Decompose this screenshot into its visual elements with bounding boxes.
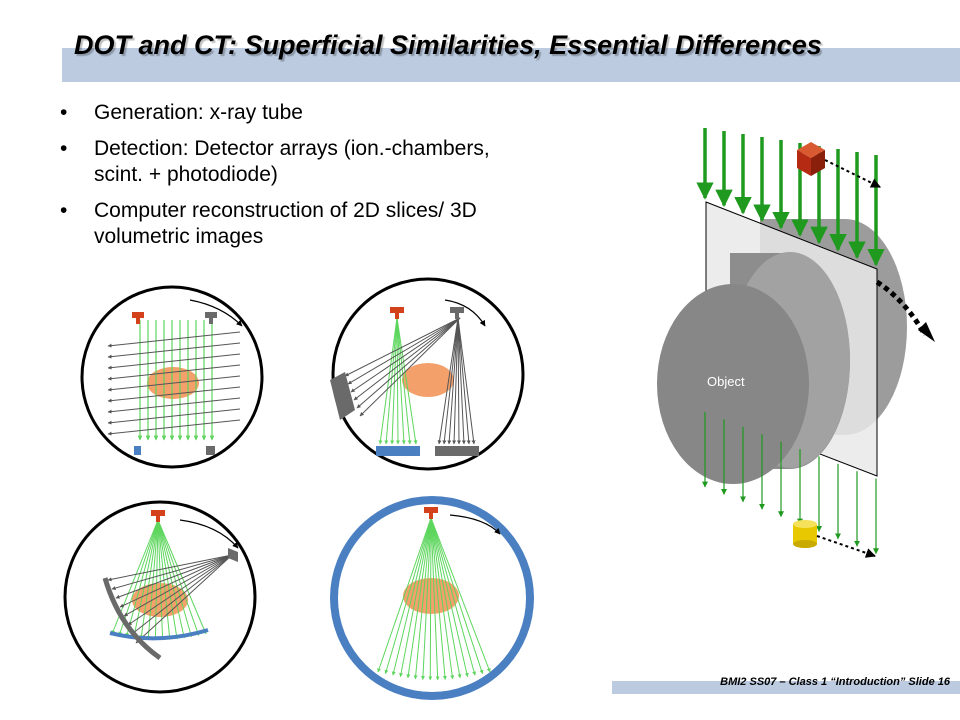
ray-line — [111, 554, 233, 590]
bullet-dot: • — [60, 137, 68, 160]
ct-gen3-diagram — [63, 500, 257, 694]
ray-line — [135, 554, 233, 644]
ray-line — [395, 317, 400, 445]
ray-line — [107, 554, 233, 582]
ray-line — [396, 317, 412, 445]
ray-line — [153, 519, 159, 641]
ray-line — [356, 317, 461, 409]
ray-line — [430, 517, 440, 681]
bullet-text: volumetric images — [94, 225, 264, 248]
ray-line — [131, 554, 233, 635]
ct-gen4-diagram — [330, 496, 534, 700]
bullet-dot: • — [60, 101, 68, 124]
ray-line — [399, 517, 432, 678]
ray-line — [127, 554, 233, 626]
ray-line — [353, 317, 461, 401]
bullet-item: • Detection: Detector arrays (ion.-chambe… — [58, 136, 618, 188]
ray-line — [396, 317, 418, 445]
ray-line — [157, 519, 179, 640]
ray-line — [107, 331, 241, 348]
ray-line — [391, 517, 432, 676]
title-bar — [62, 48, 960, 82]
ray-line — [430, 517, 455, 680]
bullet-text: scint. + photodiode) — [94, 163, 278, 186]
ray-line — [157, 519, 186, 639]
ray-line — [115, 554, 233, 599]
ray-line — [430, 517, 477, 676]
ray-line — [157, 519, 193, 638]
bullet-item: • Computer reconstruction of 2D slices/ 3… — [58, 198, 618, 250]
detector-cylinder — [793, 520, 817, 548]
ray-line — [447, 317, 459, 445]
ray-line — [157, 519, 200, 636]
ray-line — [107, 364, 241, 381]
ray-line — [457, 317, 471, 445]
footer-bar — [612, 681, 960, 694]
ray-line — [390, 317, 398, 445]
ray-line — [347, 317, 461, 385]
bullet-dot: • — [60, 199, 68, 222]
source-cube — [797, 142, 825, 176]
object-ellipse — [402, 363, 454, 397]
ray-line — [107, 408, 241, 425]
ray-line — [344, 317, 461, 377]
ray-line — [430, 517, 462, 679]
ray-line — [107, 386, 241, 403]
ray-line — [384, 317, 398, 445]
bullet-text: Detection: Detector arrays (ion.-chamber… — [94, 137, 490, 160]
ray-line — [107, 419, 241, 436]
ray-line — [107, 342, 241, 359]
ray-line — [107, 397, 241, 414]
ray-line — [442, 317, 459, 445]
ct-gen2-diagram — [330, 277, 525, 471]
ray-line — [377, 517, 432, 673]
ray-line — [119, 554, 233, 608]
ct-gen1-diagram — [80, 285, 264, 469]
ray-line — [107, 375, 241, 392]
ray-line — [430, 517, 469, 678]
ray-line — [437, 317, 459, 445]
slide-title: DOT and CT: Superficial Similarities, Es… — [74, 30, 822, 60]
ray-line — [125, 519, 159, 638]
bullet-text: Generation: x-ray tube — [94, 101, 303, 124]
slide-footer: BMI2 SS07 – Class 1 “Introduction” Slide… — [720, 676, 950, 688]
ray-line — [457, 317, 466, 445]
ray-line — [123, 554, 233, 617]
ray-line — [350, 317, 461, 393]
ray-line — [139, 519, 159, 640]
ray-line — [396, 317, 406, 445]
ray-line — [430, 517, 484, 675]
bullet-item: • Generation: x-ray tube — [58, 100, 618, 126]
ray-line — [157, 519, 207, 635]
ray-line — [456, 317, 461, 445]
ray-line — [452, 317, 459, 445]
ray-line — [430, 517, 491, 673]
ray-line — [428, 517, 433, 681]
ray-line — [420, 517, 432, 681]
ray-line — [413, 517, 432, 680]
ray-line — [430, 517, 447, 681]
ray-line — [406, 517, 432, 679]
bullet-list: • Generation: x-ray tube • Detection: Dete… — [58, 100, 618, 260]
object-face — [657, 284, 809, 484]
ray-line — [107, 353, 241, 370]
bullet-text: Computer reconstruction of 2D slices/ 3D — [94, 199, 477, 222]
ray-line — [457, 317, 476, 445]
ray-line — [359, 317, 461, 417]
ray-line — [384, 517, 432, 675]
object-label: Object — [707, 374, 745, 389]
